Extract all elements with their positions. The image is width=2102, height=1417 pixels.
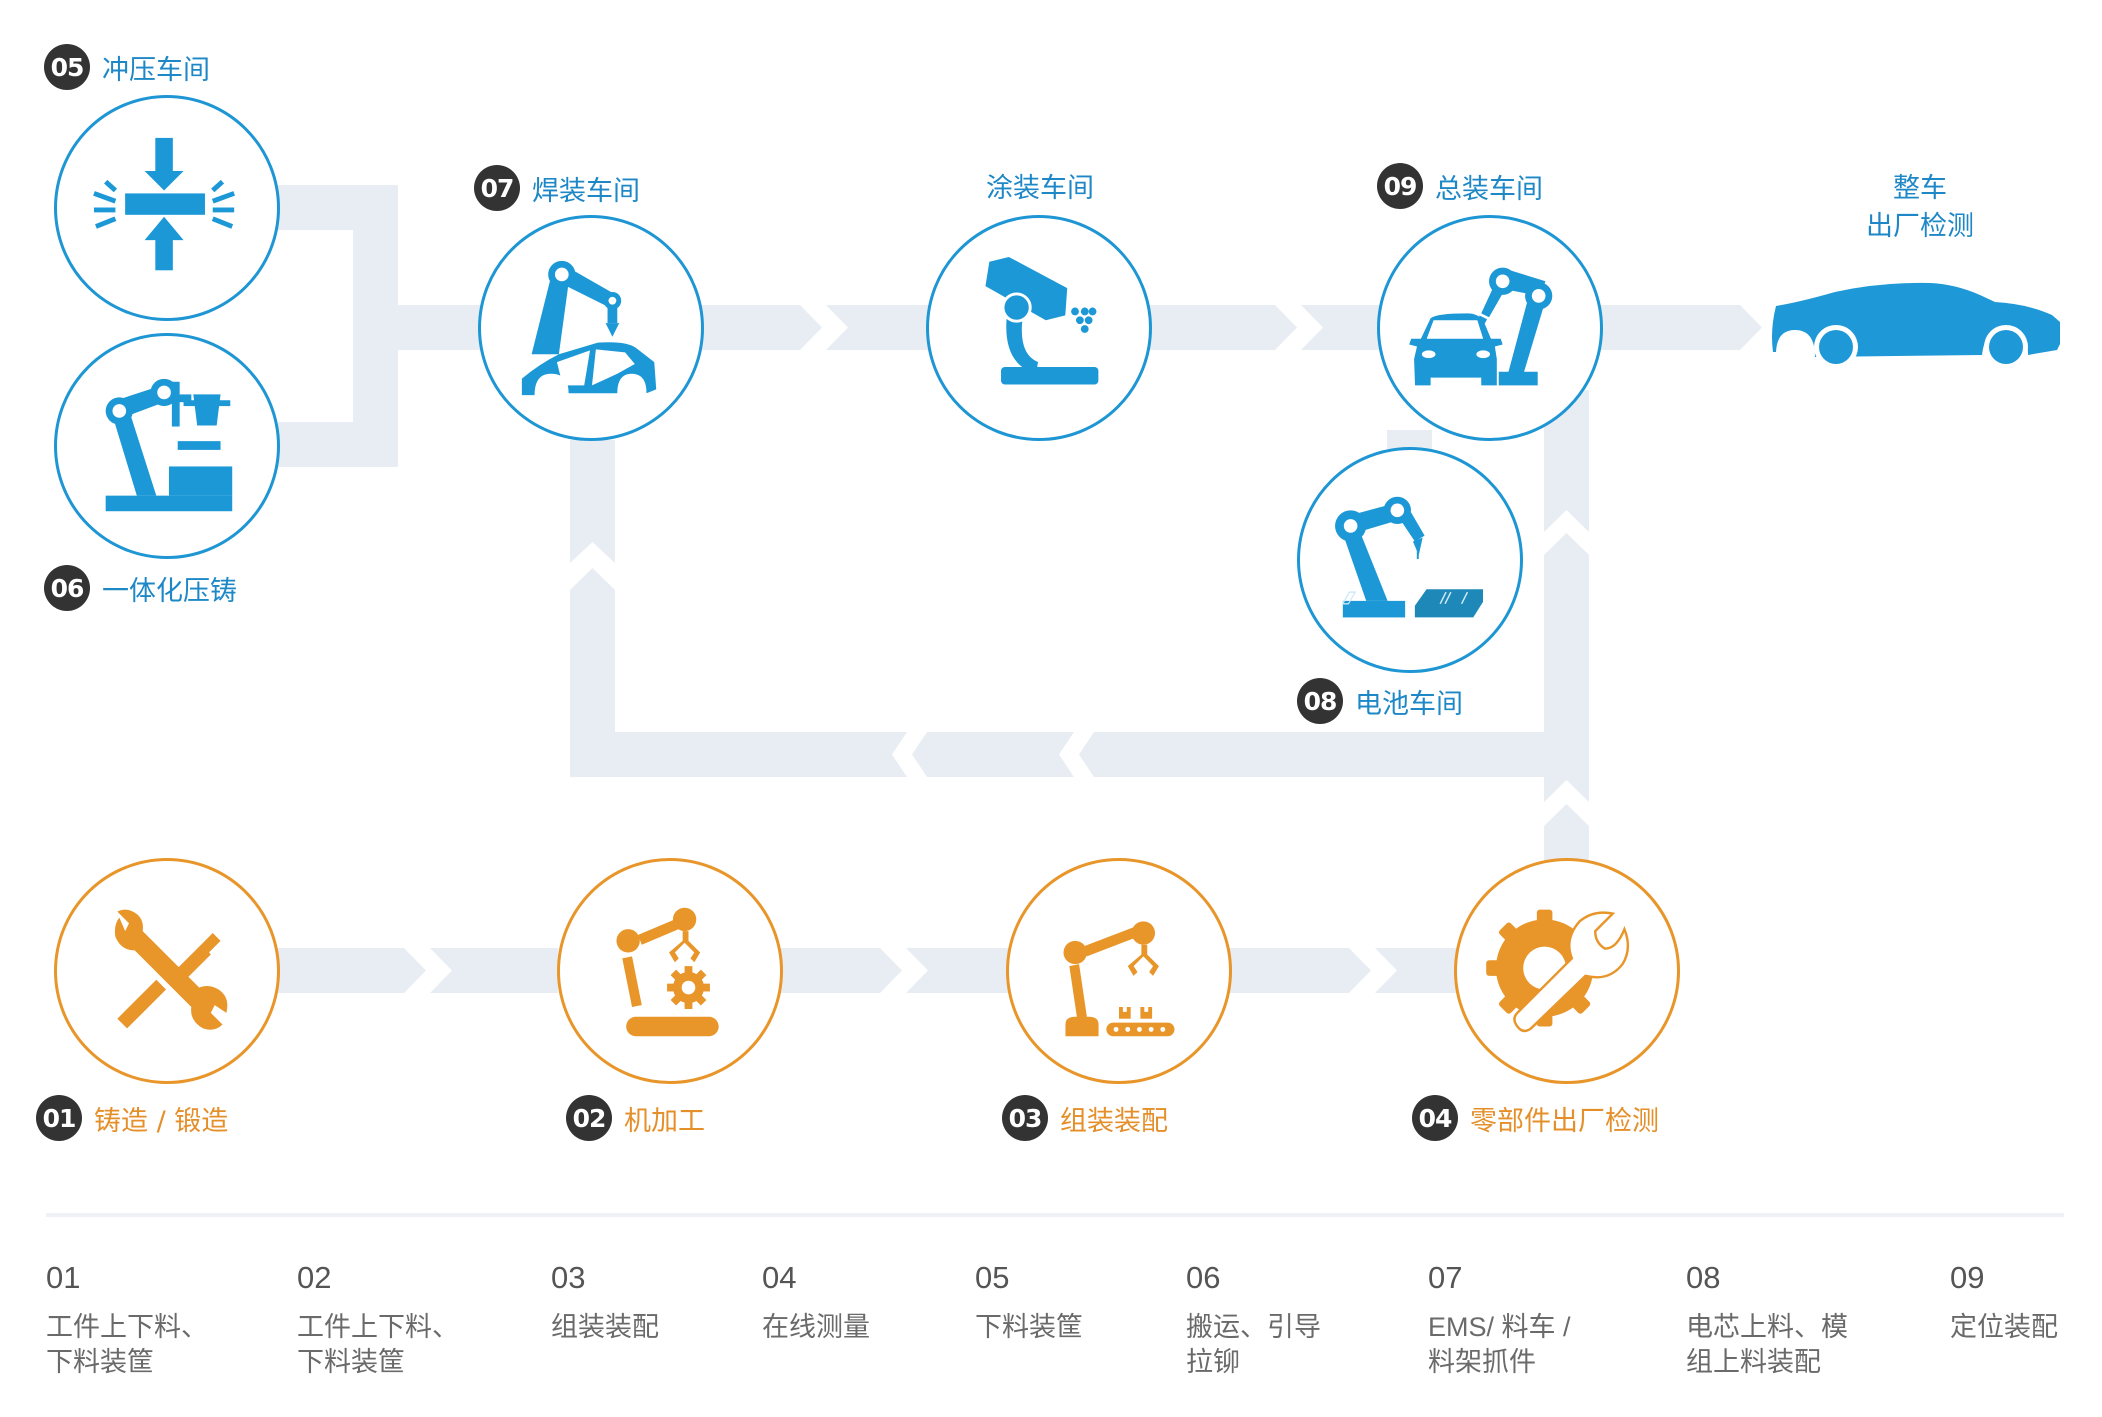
node-label-stamping: 05 冲压车间 xyxy=(44,44,210,90)
step-title: 焊装车间 xyxy=(532,175,640,207)
wrench-screwdriver-icon xyxy=(114,909,228,1030)
step-title: 一体化压铸 xyxy=(102,575,237,607)
robot-arm-gear-icon xyxy=(616,907,719,1037)
gear-wrench-icon xyxy=(1486,909,1630,1033)
flow-arrow-return-left xyxy=(570,732,1545,777)
flow-arrow-01-to-02 xyxy=(278,948,558,993)
legend-desc: 组装装配 xyxy=(551,1312,659,1342)
node-label-assembly: 03 组装装配 xyxy=(1002,1095,1168,1141)
legend-item: 02 工件上下料、下料装筐 xyxy=(297,1258,467,1380)
die-casting-robot-icon xyxy=(105,378,233,512)
node-label-welding: 07 焊装车间 xyxy=(474,165,640,211)
node-label-battery: 08 电池车间 xyxy=(1297,678,1463,724)
step-title: 组装装配 xyxy=(1060,1105,1168,1137)
legend-desc: 搬运、引导拉铆 xyxy=(1186,1312,1321,1377)
node-battery[interactable] xyxy=(1297,447,1523,673)
step-badge: 08 xyxy=(1297,678,1343,724)
legend-num: 07 xyxy=(1428,1260,1463,1295)
vehicle-inspection-line1: 整车 xyxy=(1893,173,1947,204)
flow-arrow-painting-to-09 xyxy=(1150,305,1380,350)
node-die-casting[interactable] xyxy=(54,333,280,559)
step-title: 总装车间 xyxy=(1435,173,1543,205)
legend-num: 06 xyxy=(1186,1260,1221,1295)
node-label-painting: 涂装车间 xyxy=(986,173,1094,204)
node-label-vehicle-inspection: 整车 出厂检测 xyxy=(1850,170,1990,246)
legend-num: 03 xyxy=(551,1260,586,1295)
flow-arrow-03-to-04 xyxy=(1229,948,1459,993)
step-badge: 07 xyxy=(474,165,520,211)
node-label-die-casting: 06 一体化压铸 xyxy=(44,565,237,611)
legend-desc: EMS/ 料车 / 料架抓件 xyxy=(1428,1312,1571,1377)
battery-robot-icon xyxy=(1335,496,1484,618)
legend-item: 05 下料装筐 xyxy=(975,1258,1175,1345)
flow-arrow-04-up-to-09 xyxy=(1544,390,1589,870)
node-final-assembly[interactable] xyxy=(1377,215,1603,441)
legend-item: 08 电芯上料、模组上料装配 xyxy=(1686,1258,1866,1380)
legend-num: 08 xyxy=(1686,1260,1721,1295)
legend-num: 09 xyxy=(1950,1260,1985,1295)
step-title: 铸造 / 锻造 xyxy=(94,1105,229,1137)
legend-item: 06 搬运、引导拉铆 xyxy=(1186,1258,1336,1380)
node-assembly[interactable] xyxy=(1006,858,1232,1084)
step-badge: 06 xyxy=(44,565,90,611)
node-label-final-assembly: 09 总装车间 xyxy=(1377,163,1543,209)
step-badge: 02 xyxy=(566,1095,612,1141)
legend-desc: 电芯上料、模组上料装配 xyxy=(1686,1312,1848,1377)
legend-num: 02 xyxy=(297,1260,332,1295)
node-label-machining: 02 机加工 xyxy=(566,1095,705,1141)
node-welding[interactable] xyxy=(478,215,704,441)
flow-arrow-09-to-car xyxy=(1600,305,1762,350)
step-badge: 09 xyxy=(1377,163,1423,209)
welding-robot-car-icon xyxy=(521,260,657,396)
legend-desc: 在线测量 xyxy=(762,1312,870,1342)
legend-item: 04 在线测量 xyxy=(762,1258,962,1345)
node-casting-forging[interactable] xyxy=(54,858,280,1084)
node-painting[interactable] xyxy=(926,215,1152,441)
legend-desc: 下料装筐 xyxy=(975,1312,1083,1342)
flow-arrow-02-to-03 xyxy=(780,948,1010,993)
node-parts-inspection[interactable] xyxy=(1454,858,1680,1084)
step-badge: 01 xyxy=(36,1095,82,1141)
step-title: 电池车间 xyxy=(1355,688,1463,720)
node-stamping[interactable] xyxy=(54,95,280,321)
node-label-parts-inspection: 04 零部件出厂检测 xyxy=(1412,1095,1659,1141)
legend-desc: 工件上下料、下料装筐 xyxy=(46,1312,208,1377)
flow-arrow-up-to-07 xyxy=(570,440,615,777)
legend-desc: 工件上下料、下料装筐 xyxy=(297,1312,459,1377)
robot-arm-conveyor-icon xyxy=(1063,921,1175,1037)
press-compress-icon xyxy=(93,137,235,271)
assembly-robot-car-icon xyxy=(1409,267,1553,386)
step-badge: 05 xyxy=(44,44,90,90)
node-label-casting-forging: 01 铸造 / 锻造 xyxy=(36,1095,228,1141)
paint-spray-robot-icon xyxy=(985,256,1099,385)
step-badge: 03 xyxy=(1002,1095,1048,1141)
legend-item: 01 工件上下料、下料装筐 xyxy=(46,1258,216,1380)
legend-divider xyxy=(46,1213,2064,1217)
legend-num: 05 xyxy=(975,1260,1010,1295)
flow-band-into-07 xyxy=(398,305,480,350)
flow-arrow-07-to-painting xyxy=(700,305,930,350)
node-machining[interactable] xyxy=(557,858,783,1084)
step-title: 机加工 xyxy=(624,1105,705,1137)
legend-num: 04 xyxy=(762,1260,797,1295)
step-badge: 04 xyxy=(1412,1095,1458,1141)
legend-num: 01 xyxy=(46,1260,81,1295)
legend-desc: 定位装配 xyxy=(1950,1312,2058,1342)
flow-band-bracket-vertical xyxy=(353,185,398,467)
legend-item: 03 组装装配 xyxy=(551,1258,751,1345)
step-title: 冲压车间 xyxy=(102,54,210,86)
legend-item: 07 EMS/ 料车 / 料架抓件 xyxy=(1428,1258,1598,1380)
car-silhouette-icon[interactable] xyxy=(1770,280,2070,370)
vehicle-inspection-line2: 出厂检测 xyxy=(1866,211,1974,242)
step-title: 零部件出厂检测 xyxy=(1470,1105,1659,1137)
legend-item: 09 定位装配 xyxy=(1950,1258,2080,1345)
